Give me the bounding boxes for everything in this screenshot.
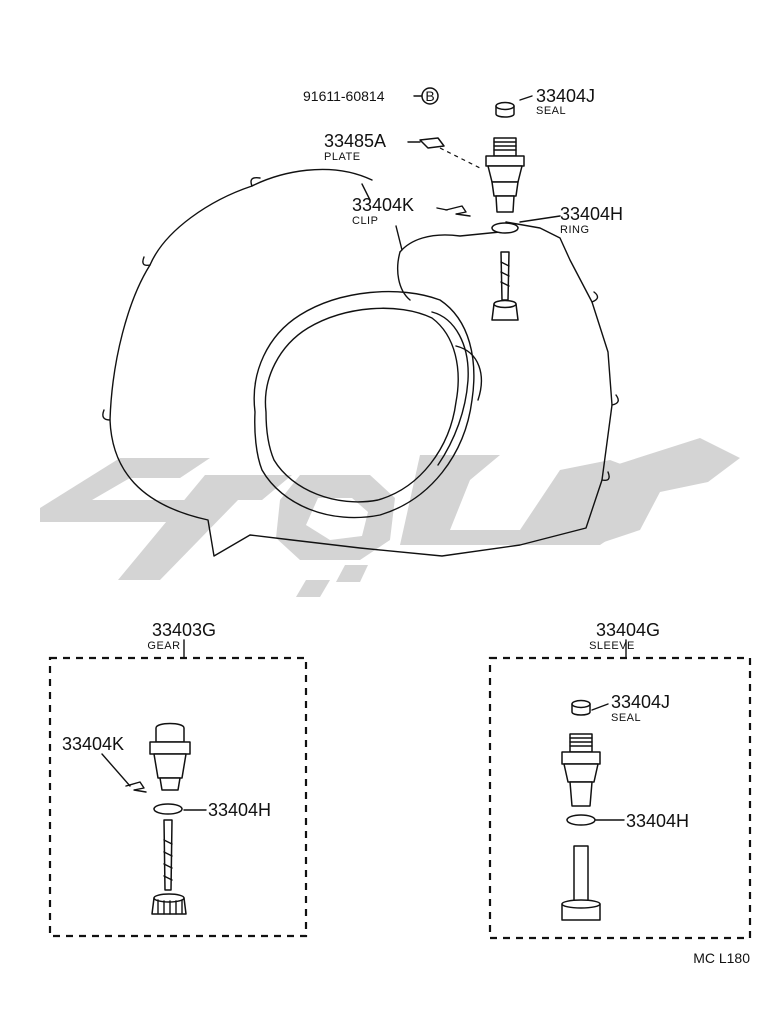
ring-part-number: 33404H	[560, 204, 623, 224]
sleeve-kit-part-number: 33404G	[596, 620, 660, 640]
sleeve-part	[485, 137, 525, 213]
clip-part-number: 33404K	[352, 195, 414, 215]
gear-kit-ring-label: 33404H	[208, 800, 271, 820]
bolt-part-number: 91611-60814	[303, 88, 385, 104]
sleeve-kit-box: 33404G SLEEVE 33404J SEAL 33404H	[488, 620, 752, 940]
plate-name: PLATE	[324, 151, 361, 163]
bolt-badge: B	[421, 87, 439, 105]
watermark-logo	[40, 438, 740, 597]
driven-gear-part	[491, 251, 519, 321]
gear-kit-box: 33403G GEAR 33404K 33404H	[48, 620, 308, 938]
transmission-case	[102, 168, 619, 557]
seal-part-number: 33404J	[536, 86, 595, 106]
sleeve-kit-seal-label: 33404J	[611, 692, 670, 712]
sleeve-kit-name: SLEEVE	[589, 640, 635, 652]
diagram-code: MC L180	[693, 950, 750, 966]
sleeve-kit-ring-label: 33404H	[626, 811, 689, 831]
clip-name: CLIP	[352, 215, 378, 227]
gear-kit-part-number: 33403G	[152, 620, 216, 640]
clip-part	[445, 205, 471, 217]
ring-name: RING	[560, 224, 590, 236]
ring-part	[491, 222, 519, 234]
seal-name: SEAL	[536, 105, 566, 117]
gear-kit-clip-label: 33404K	[62, 734, 124, 754]
plate-part	[419, 137, 445, 149]
bolt-badge-letter: B	[425, 88, 434, 104]
gear-kit-name: GEAR	[147, 640, 180, 652]
plate-leader	[439, 147, 481, 169]
seal-part	[495, 101, 515, 118]
plate-part-number: 33485A	[324, 131, 386, 151]
sleeve-kit-seal-name: SEAL	[611, 712, 641, 724]
